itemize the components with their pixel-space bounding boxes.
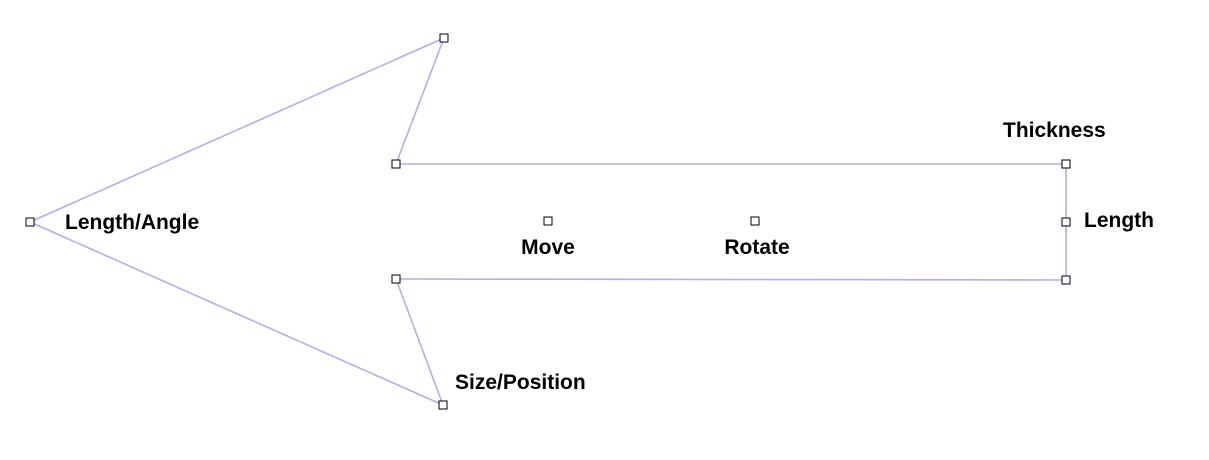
handle-length-angle-label: Length/Angle: [65, 211, 200, 234]
handle-shoulder-top[interactable]: [391, 159, 401, 169]
handle-rotate[interactable]: [750, 216, 760, 226]
arrow-edge-group: [29, 37, 1067, 406]
handle-shaft-bottom-right[interactable]: [1061, 275, 1071, 285]
arrow-edge-lower-barb[interactable]: [29, 221, 444, 406]
handle-move[interactable]: [543, 216, 553, 226]
handle-shoulder-bottom[interactable]: [391, 274, 401, 284]
arrow-edge-upper-barb[interactable]: [29, 37, 445, 223]
arrow-edge-upper-notch[interactable]: [395, 37, 445, 165]
handle-length-angle[interactable]: [25, 217, 35, 227]
handle-thickness-label: Thickness: [1003, 119, 1106, 142]
arrow-edge-lower-notch[interactable]: [395, 278, 444, 406]
handle-rotate-label: Rotate: [724, 236, 790, 259]
handle-thickness[interactable]: [1061, 159, 1071, 169]
handle-size-position-label: Size/Position: [455, 371, 586, 394]
handle-length[interactable]: [1061, 217, 1071, 227]
handle-move-label: Move: [521, 236, 575, 259]
handle-length-label: Length: [1084, 209, 1154, 232]
arrow-edge-shaft-bottom[interactable]: [395, 278, 1067, 281]
handle-size-position[interactable]: [438, 400, 448, 410]
handle-arrowhead-top[interactable]: [439, 33, 449, 43]
